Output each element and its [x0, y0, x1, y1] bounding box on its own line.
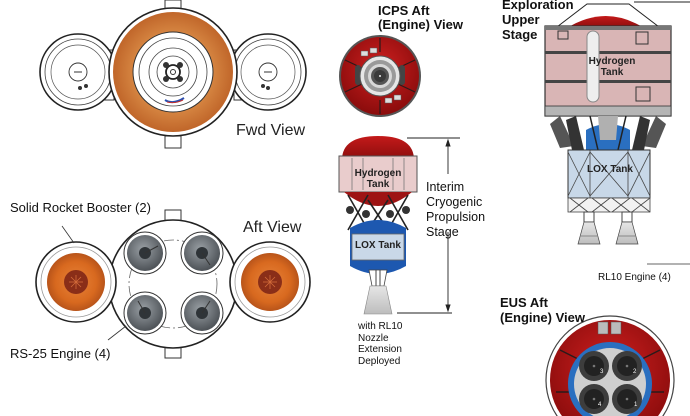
- eus-hydrogen-tank-label: Hydrogen Tank: [588, 56, 636, 78]
- rs25-engine: [123, 231, 167, 275]
- rs25-engine: [180, 291, 224, 335]
- eus-thrust-structure: [550, 115, 666, 151]
- eus-lox-tank-label: LOX Tank: [587, 164, 633, 175]
- aft-view-label: Aft View: [243, 219, 302, 236]
- aft-left-srb: [35, 241, 117, 323]
- icps-stage-label: Interim Cryogenic Propulsion Stage: [426, 180, 486, 239]
- fwd-right-booster: [229, 33, 307, 111]
- fwd-core-stage: [108, 0, 238, 149]
- icps-lox-tank: [351, 233, 405, 261]
- engine-number: 3: [600, 369, 604, 375]
- engine-number: 4: [598, 402, 602, 408]
- eus-aft-view: 3 2 4 1: [545, 315, 675, 416]
- fwd-adapter-icon: [163, 62, 183, 82]
- eus-label: Exploration Upper Stage: [502, 0, 574, 42]
- rs25-engine: [180, 231, 224, 275]
- icps-dimension-line: [397, 137, 460, 314]
- engine-number: 2: [633, 369, 637, 375]
- engine-number: 1: [634, 402, 638, 408]
- rl10-engine: [577, 211, 601, 245]
- aft-core-stage: [108, 209, 238, 359]
- rs25-leader-line: [107, 325, 127, 341]
- eus-engine: [612, 351, 642, 381]
- eus-hydrogen-tank: [544, 25, 672, 117]
- aft-view: [35, 209, 311, 359]
- rl10-nozzle: [363, 269, 393, 315]
- srb-leader-line: [61, 225, 75, 244]
- eus-aft-view-label: EUS Aft (Engine) View: [500, 295, 585, 325]
- eus-lox-tank: [567, 149, 651, 213]
- icps-side-view: [338, 136, 460, 315]
- icps-hydrogen-tank-label: Hydrogen Tank: [354, 168, 402, 190]
- eus-side-view: [544, 1, 690, 265]
- icps-nozzle-note: with RL10 Nozzle Extension Deployed: [358, 321, 403, 367]
- eus-engine: [612, 384, 642, 414]
- icps-aft-view: [339, 35, 421, 117]
- rl10-engine-label: RL10 Engine (4): [598, 272, 671, 283]
- rs25-engine: [123, 291, 167, 335]
- eus-engine: [579, 384, 609, 414]
- rl10-engine: [615, 211, 639, 245]
- fwd-view: [39, 0, 307, 149]
- srb-label: Solid Rocket Booster (2): [10, 200, 151, 215]
- fwd-left-booster: [39, 33, 117, 111]
- rs25-label: RS-25 Engine (4): [10, 346, 111, 361]
- aft-right-srb: [229, 241, 311, 323]
- eus-engine: [579, 351, 609, 381]
- icps-lox-tank-label: LOX Tank: [355, 240, 401, 251]
- icps-hydrogen-tank: [338, 155, 418, 193]
- icps-aft-view-label: ICPS Aft (Engine) View: [378, 3, 463, 33]
- fwd-view-label: Fwd View: [236, 122, 306, 139]
